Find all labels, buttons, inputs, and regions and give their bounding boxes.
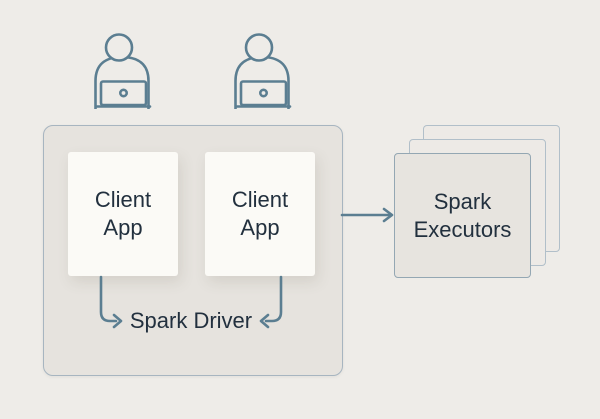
user-at-laptop-icon bbox=[232, 31, 293, 111]
arrow-right-icon bbox=[340, 207, 394, 223]
client-app-label: Client App bbox=[231, 187, 289, 240]
user-at-laptop-icon bbox=[92, 31, 153, 111]
spark-driver-label: Spark Driver bbox=[129, 308, 253, 333]
client-app-box-2: Client App bbox=[205, 152, 315, 276]
client-app-box-1: Client App bbox=[68, 152, 178, 276]
spark-executors-box: Spark Executors bbox=[394, 153, 531, 278]
client-app-label: Client App bbox=[94, 187, 152, 240]
spark-executors-label: Spark Executors bbox=[413, 188, 512, 242]
